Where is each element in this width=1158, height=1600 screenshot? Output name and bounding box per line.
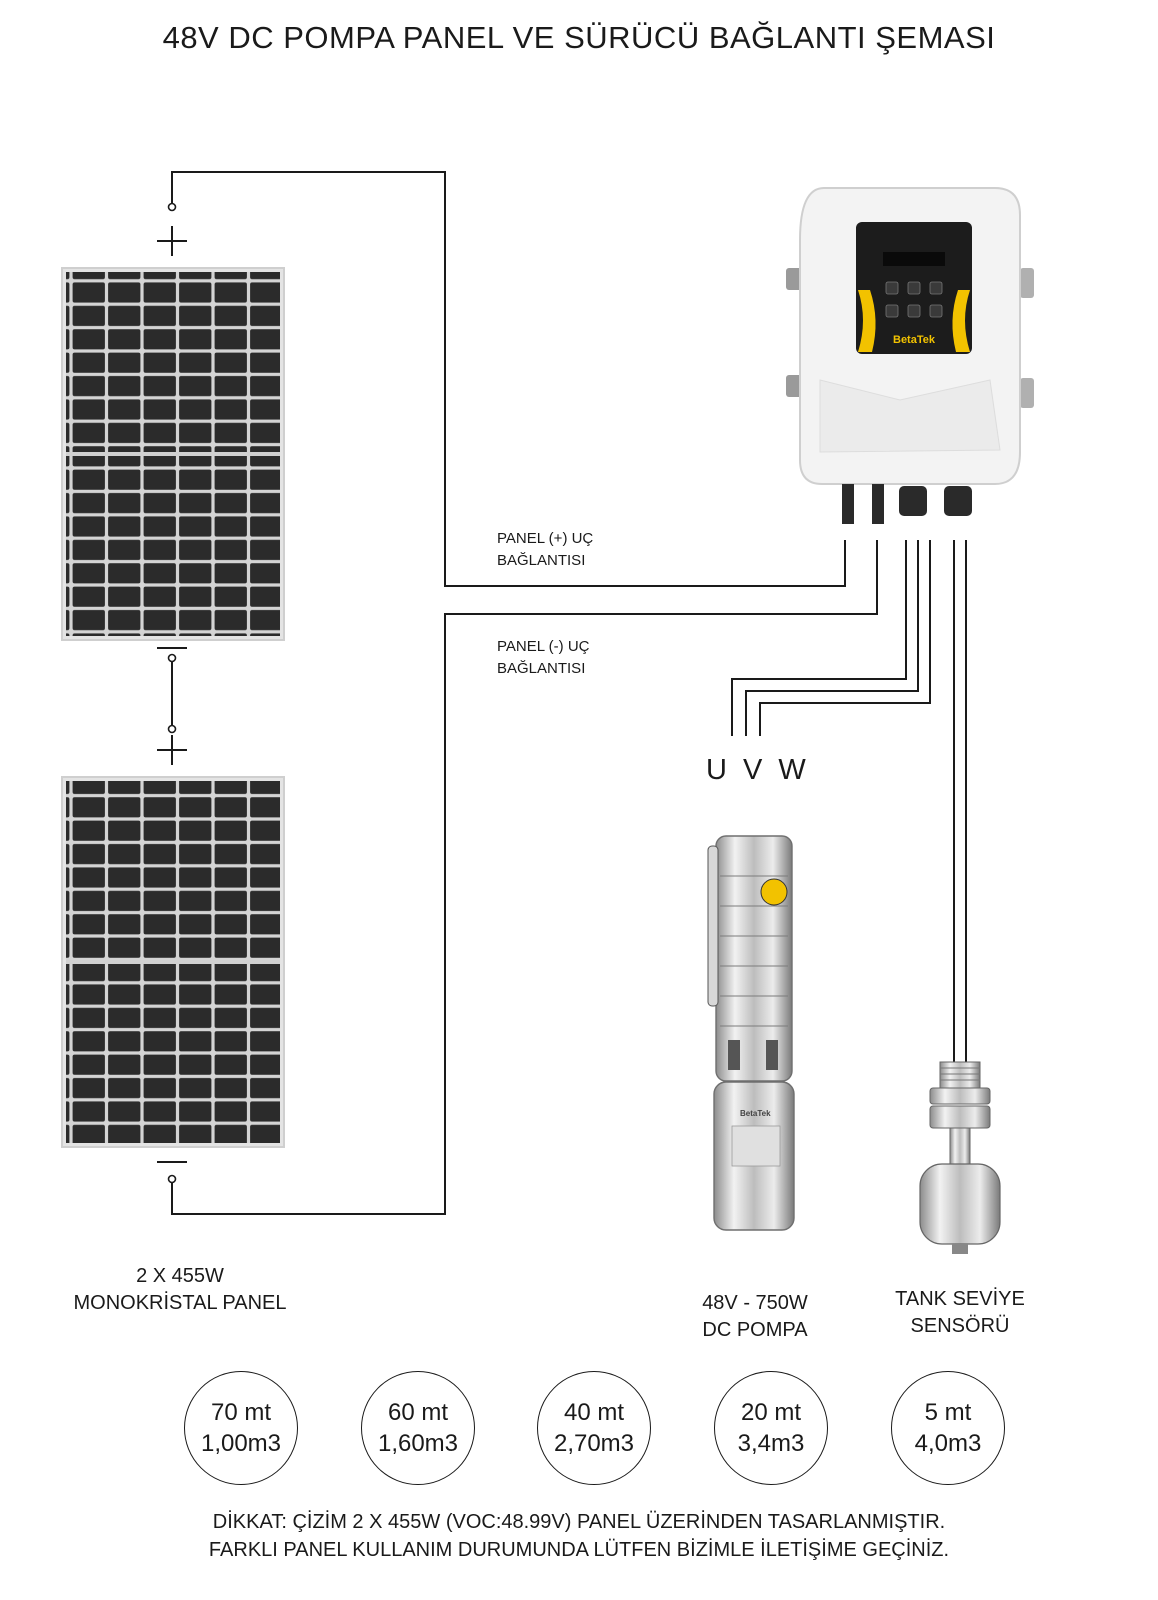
pump-brand: BetaTek <box>740 1109 771 1118</box>
spec-flow: 1,60m3 <box>377 1430 459 1457</box>
spec-head: 60 mt <box>387 1399 449 1426</box>
spec-circle: 40 mt 2,70m3 <box>537 1371 651 1485</box>
solar-panel-top <box>61 267 285 641</box>
wire-panel-positive <box>171 171 846 587</box>
negative-wire-label: PANEL (-) UÇ BAĞLANTISI <box>497 636 590 680</box>
panel-caption: 2 X 455W MONOKRİSTAL PANEL <box>40 1263 320 1317</box>
negative-wire-label-line2: BAĞLANTISI <box>497 660 586 677</box>
wire-sensor <box>953 540 967 1062</box>
solar-panel-bottom <box>61 776 285 1148</box>
spec-flow: 3,4m3 <box>737 1430 805 1457</box>
positive-wire-label-line2: BAĞLANTISI <box>497 552 586 569</box>
panel-caption-line1: 2 X 455W <box>136 1265 224 1287</box>
uvw-label: U V W <box>706 754 810 786</box>
warning-note-line1: DİKKAT: ÇİZİM 2 X 455W (VOC:48.99V) PANE… <box>212 1511 946 1533</box>
spec-head: 20 mt <box>740 1399 802 1426</box>
spec-circle: 70 mt 1,00m3 <box>184 1371 298 1485</box>
tank-level-sensor <box>919 1061 1001 1254</box>
warning-note-line2: FARKLI PANEL KULLANIM DURUMUNDA LÜTFEN B… <box>208 1539 950 1561</box>
polarity-marks <box>157 226 187 1163</box>
panel-caption-line2: MONOKRİSTAL PANEL <box>73 1292 287 1314</box>
spec-flow: 4,0m3 <box>914 1430 982 1457</box>
terminals <box>167 202 177 1184</box>
diagram-title: 48V DC POMPA PANEL VE SÜRÜCÜ BAĞLANTI ŞE… <box>162 20 996 55</box>
sensor-caption: TANK SEVİYE SENSÖRÜ <box>870 1286 1050 1340</box>
warning-note: DİKKAT: ÇİZİM 2 X 455W (VOC:48.99V) PANE… <box>0 1508 1158 1564</box>
spec-circle: 60 mt 1,60m3 <box>361 1371 475 1485</box>
sensor-caption-line1: TANK SEVİYE <box>895 1288 1025 1310</box>
wire-motor-uvw <box>731 540 931 736</box>
spec-head: 40 mt <box>563 1399 625 1426</box>
positive-wire-label-line1: PANEL (+) UÇ <box>497 530 594 547</box>
controller-brand: BetaTek <box>893 334 936 346</box>
spec-circle: 5 mt 4,0m3 <box>891 1371 1005 1485</box>
submersible-pump: BetaTek <box>707 835 795 1231</box>
negative-wire-label-line1: PANEL (-) UÇ <box>497 638 590 655</box>
pump-caption-line2: DC POMPA <box>702 1319 808 1341</box>
pump-controller: BetaTek <box>786 187 1034 524</box>
spec-head: 5 mt <box>924 1399 972 1426</box>
spec-head: 70 mt <box>210 1399 272 1426</box>
pump-caption-line1: 48V - 750W <box>702 1292 808 1314</box>
spec-flow: 2,70m3 <box>553 1430 635 1457</box>
pump-caption: 48V - 750W DC POMPA <box>670 1290 840 1344</box>
spec-flow: 1,00m3 <box>200 1430 282 1457</box>
spec-circle: 20 mt 3,4m3 <box>714 1371 828 1485</box>
positive-wire-label: PANEL (+) UÇ BAĞLANTISI <box>497 528 593 572</box>
sensor-caption-line2: SENSÖRÜ <box>910 1315 1010 1337</box>
wire-panel-negative <box>171 540 878 1215</box>
